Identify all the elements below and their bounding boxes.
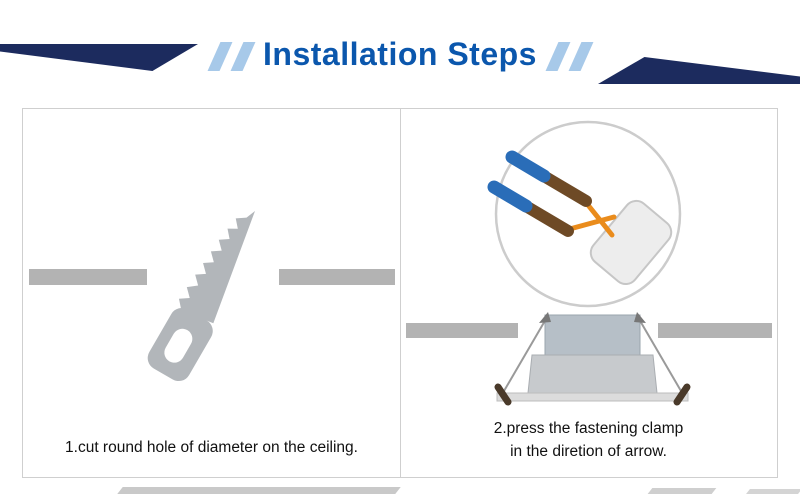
copper-wire-2 [563, 214, 617, 233]
spring-wire [503, 318, 547, 392]
downlight-body [527, 354, 658, 394]
saw-handle-hole [164, 328, 193, 363]
header: Installation Steps [0, 0, 800, 100]
spring-handle [494, 383, 512, 406]
step1-caption: 1.cut round hole of diameter on the ceil… [65, 439, 358, 456]
downlight-flange [496, 392, 689, 402]
step2-caption-line2: in the diretion of arrow. [510, 443, 667, 460]
saw-icon [147, 211, 255, 382]
blue-wire-1 [505, 150, 551, 183]
bottom-stripe-decoration [117, 487, 401, 494]
wire-clamp-detail-icon [487, 150, 673, 286]
step1-panel: 1.cut round hole of diameter on the ceil… [23, 109, 400, 477]
step1-illustration [29, 211, 395, 382]
ceiling-bar-right [658, 323, 772, 338]
step2-caption-line1: 2.press the fastening clamp [493, 420, 684, 437]
downlight-top [544, 314, 641, 356]
spring-clip-right [634, 312, 691, 406]
spring-handle [673, 383, 691, 406]
page-title: Installation Steps [263, 36, 537, 72]
recessed-downlight-icon [494, 312, 691, 406]
arrow-up-icon [634, 312, 646, 323]
clamp-icon [589, 199, 673, 286]
clamp-body [589, 199, 673, 286]
bottom-stripe-decoration [647, 488, 717, 494]
arrow-up-icon [539, 312, 551, 323]
step2-caption: 2.press the fastening clamp in the diret… [400, 417, 777, 463]
step2-illustration [406, 120, 772, 406]
ceiling-bar-left [29, 269, 147, 285]
spring-wire [638, 318, 682, 392]
step2-panel: 2.press the fastening clamp in the diret… [400, 109, 777, 477]
ceiling-bar-left [406, 323, 518, 338]
spring-clip-left [494, 312, 551, 406]
saw-blade [178, 211, 255, 324]
panel-divider [400, 109, 401, 477]
steps-container: 1.cut round hole of diameter on the ceil… [22, 108, 778, 478]
bottom-stripe-decoration [746, 489, 800, 494]
blue-wire-2 [487, 180, 533, 213]
ceiling-bar-right [279, 269, 395, 285]
